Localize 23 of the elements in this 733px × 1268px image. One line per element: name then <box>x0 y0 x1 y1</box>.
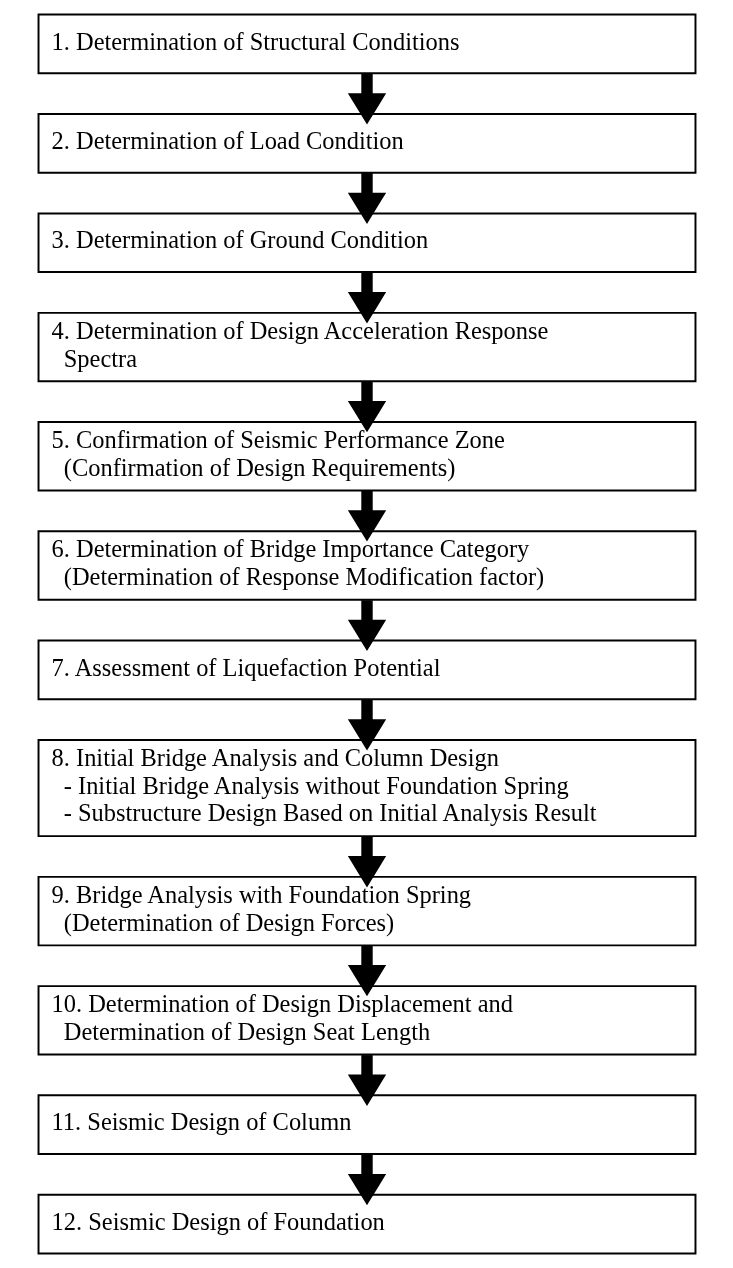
node-box: 9. Bridge Analysis with Foundation Spring (Determination of Design Forces) <box>37 875 696 947</box>
node-box: 3. Determination of Ground Condition <box>37 212 696 274</box>
node-box: 11. Seismic Design of Column <box>37 1094 696 1155</box>
node-box: 1. Determination of Structural Conditions <box>37 13 696 75</box>
node-box: 7. Assessment of Liquefaction Potential <box>37 639 696 701</box>
node-box: 5. Confirmation of Seismic Performance Zone (Confirmation of Design Requirements) <box>37 421 696 492</box>
arrow <box>347 600 386 652</box>
arrow <box>347 490 386 542</box>
node-box: 6. Determination of Bridge Importance Category (Determination of Response Modification factor) <box>37 530 696 601</box>
arrow <box>347 272 386 324</box>
arrow <box>347 1055 386 1106</box>
arrow <box>347 73 386 125</box>
arrow <box>347 1154 386 1206</box>
node-box: 8. Initial Bridge Analysis and Column Design - Initial Bridge Analysis without Foundation Spring - Substructure Design Based on Initial Analysis Result <box>37 739 696 838</box>
node-box: 2. Determination of Load Condition <box>37 113 696 174</box>
node-box: 4. Determination of Design Acceleration Response Spectra <box>37 311 696 383</box>
arrow <box>347 836 386 888</box>
arrow <box>347 381 386 433</box>
node-box: 10. Determination of Design Displacement and Determination of Design Seat Length <box>37 985 696 1056</box>
node-box: 12. Seismic Design of Foundation <box>37 1193 696 1255</box>
arrow <box>347 699 386 751</box>
arrow <box>347 945 386 997</box>
arrow <box>347 172 386 224</box>
